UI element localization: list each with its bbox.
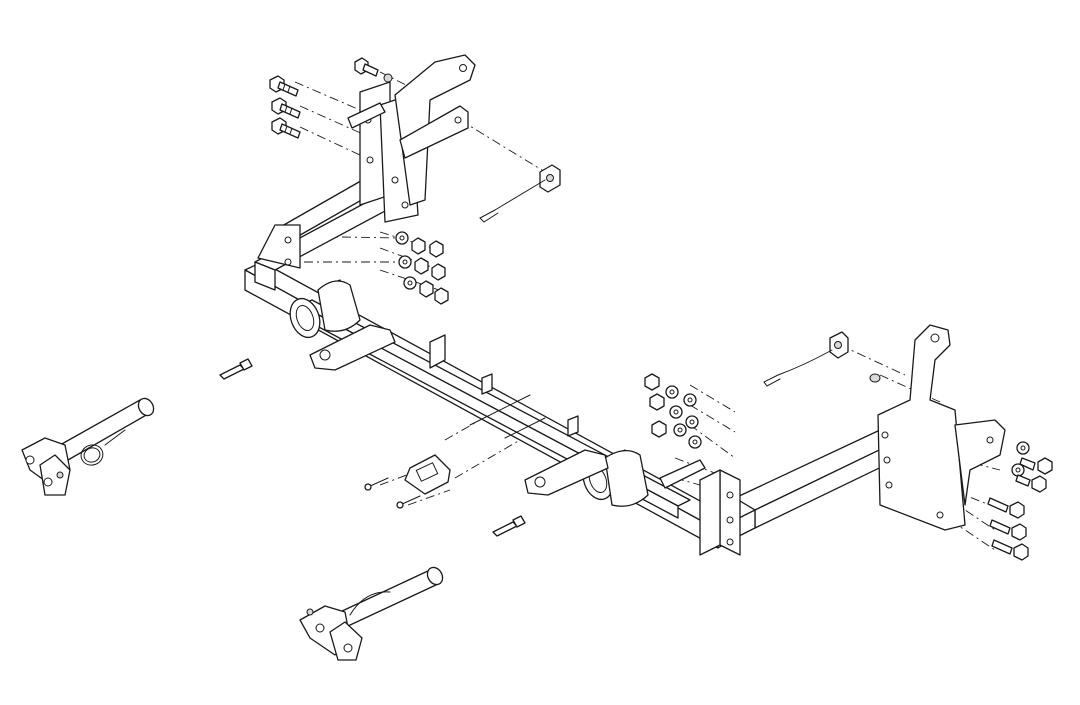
small-pins xyxy=(219,358,526,537)
nut-washer-set-left xyxy=(395,231,449,305)
bolt xyxy=(987,497,1025,519)
bolt-set-right xyxy=(987,441,1053,561)
bolt xyxy=(1015,474,1047,493)
bolt xyxy=(271,97,301,119)
bolt xyxy=(991,539,1029,561)
hitch-pin-upper xyxy=(21,397,155,496)
safety-cable-right xyxy=(763,331,881,387)
bolt xyxy=(269,75,299,97)
receiver-tube-right xyxy=(524,449,649,507)
right-mounting-bracket xyxy=(659,324,1006,556)
center-plate xyxy=(364,394,546,509)
bolt xyxy=(989,519,1027,541)
bolt-set-left xyxy=(269,57,393,139)
hitch-pin-lower xyxy=(299,566,444,661)
bolt xyxy=(1019,457,1053,475)
safety-cable-left xyxy=(479,164,561,223)
receiver-tube-left xyxy=(289,279,396,371)
bolt xyxy=(354,57,393,83)
nut-washer-set-right xyxy=(644,373,702,449)
bolt xyxy=(271,117,301,139)
left-mounting-bracket xyxy=(254,54,476,291)
